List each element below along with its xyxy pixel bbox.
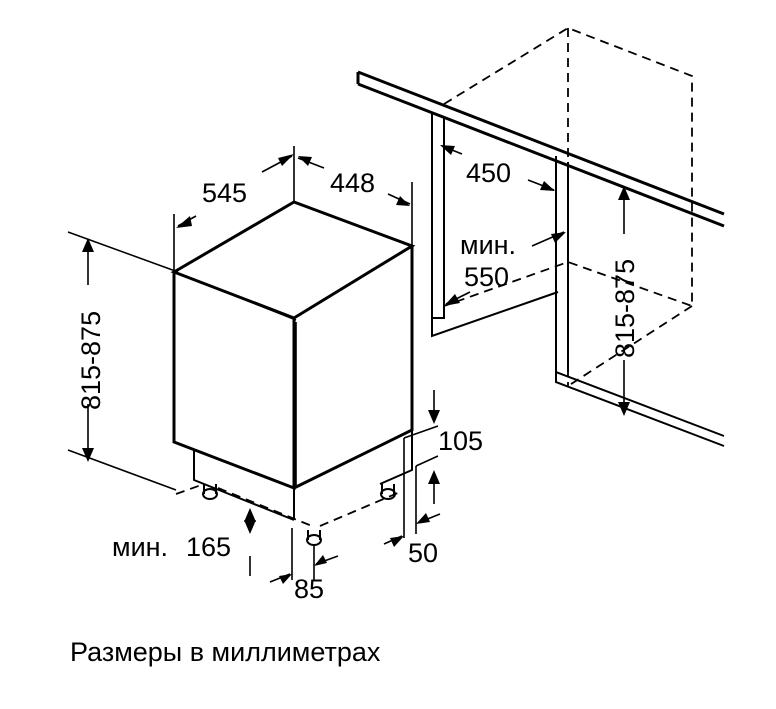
caption-units: Размеры в миллиметрах [70,637,381,667]
label-min-gap-prefix: мин. [112,532,168,562]
label-width: 448 [330,168,375,198]
label-niche-depth-prefix: мин. [460,230,516,260]
niche-dashed-outline [443,26,693,387]
label-plinth-offset: 50 [408,538,438,568]
dimension-lines [67,145,630,584]
dishwasher-unit [170,200,416,546]
niche-drawing [356,26,725,447]
unit-top-face [170,200,416,320]
unit-feet [202,484,396,546]
label-foot-offset: 85 [294,574,324,604]
label-niche-width: 450 [466,158,511,188]
label-height-unit: 815-875 [76,311,106,410]
label-height-niche: 815-875 [610,259,640,358]
worktop [356,70,725,228]
label-niche-depth-value: 550 [464,262,509,292]
label-min-gap-value: 165 [186,532,231,562]
unit-front-face [172,272,296,491]
left-cabinet-side [431,112,559,338]
unit-front-edge [179,273,297,486]
label-plinth-height: 105 [438,426,483,456]
label-depth: 545 [202,178,247,208]
unit-plinth [193,430,413,521]
floor-footprint [175,483,401,527]
dimension-labels: 545 448 450 мин. 550 815-875 815-875 105… [76,158,640,604]
right-cabinet-side [555,156,725,447]
